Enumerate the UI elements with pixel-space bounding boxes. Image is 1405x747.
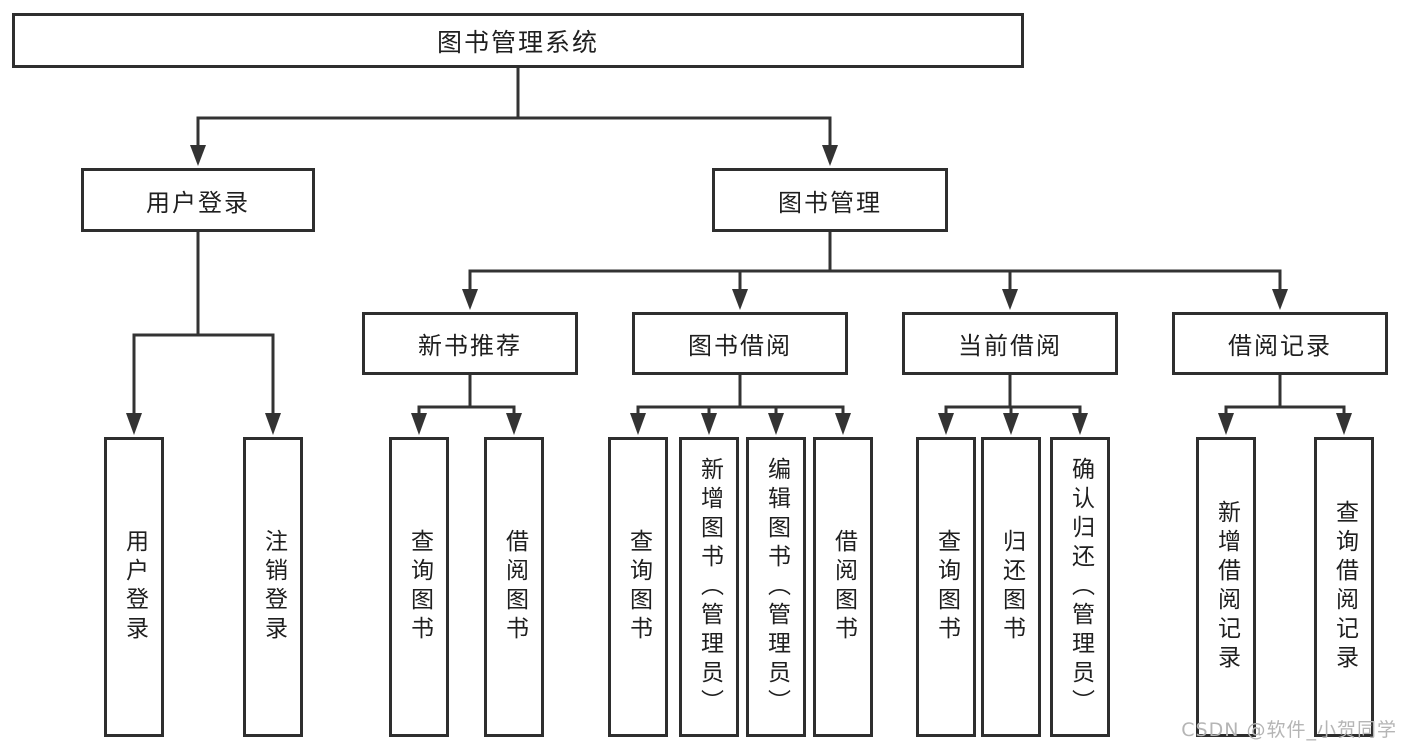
leaf-query-books: 查询图书 <box>389 437 449 737</box>
leaf-confirm-return-admin: 确认归还（管理员） <box>1050 437 1110 737</box>
node-label: 新增图书（管理员） <box>696 456 723 718</box>
node-label: 图书管理 <box>778 188 882 217</box>
node-label: 新增借阅记录 <box>1213 500 1240 674</box>
node-label: 编辑图书（管理员） <box>763 456 790 718</box>
node-user-login: 用户登录 <box>81 168 315 232</box>
node-label: 归还图书 <box>998 529 1025 645</box>
node-book-borrowing: 图书借阅 <box>632 312 848 375</box>
node-borrowing-records: 借阅记录 <box>1172 312 1388 375</box>
leaf-user-login: 用户登录 <box>104 437 164 737</box>
node-new-book-recommendation: 新书推荐 <box>362 312 578 375</box>
node-book-management: 图书管理 <box>712 168 948 232</box>
leaf-borrow-books: 借阅图书 <box>484 437 544 737</box>
node-label: 查询图书 <box>406 529 433 645</box>
leaf-add-book-admin: 新增图书（管理员） <box>679 437 739 737</box>
node-label: 查询借阅记录 <box>1331 500 1358 674</box>
node-label: 当前借阅 <box>958 332 1062 360</box>
leaf-logout: 注销登录 <box>243 437 303 737</box>
node-label: 注销登录 <box>260 529 287 645</box>
leaf-query-books: 查询图书 <box>608 437 668 737</box>
node-label: 借阅记录 <box>1228 332 1332 360</box>
node-label: 借阅图书 <box>830 529 857 645</box>
leaf-query-borrow-record: 查询借阅记录 <box>1314 437 1374 737</box>
node-current-borrowing: 当前借阅 <box>902 312 1118 375</box>
leaf-return-book: 归还图书 <box>981 437 1041 737</box>
node-label: 图书借阅 <box>688 332 792 360</box>
node-label: 查询图书 <box>933 529 960 645</box>
node-library-system: 图书管理系统 <box>12 13 1024 68</box>
leaf-edit-book-admin: 编辑图书（管理员） <box>746 437 806 737</box>
node-label: 新书推荐 <box>418 332 522 360</box>
node-label: 图书管理系统 <box>436 27 599 57</box>
node-label: 用户登录 <box>146 188 250 217</box>
leaf-borrow-books: 借阅图书 <box>813 437 873 737</box>
node-label: 借阅图书 <box>501 529 528 645</box>
csdn-watermark: CSDN @软件_小贺同学 <box>1181 719 1397 741</box>
node-label: 确认归还（管理员） <box>1067 456 1094 718</box>
leaf-add-borrow-record: 新增借阅记录 <box>1196 437 1256 737</box>
node-label: 用户登录 <box>121 529 148 645</box>
leaf-query-books: 查询图书 <box>916 437 976 737</box>
node-label: 查询图书 <box>625 529 652 645</box>
